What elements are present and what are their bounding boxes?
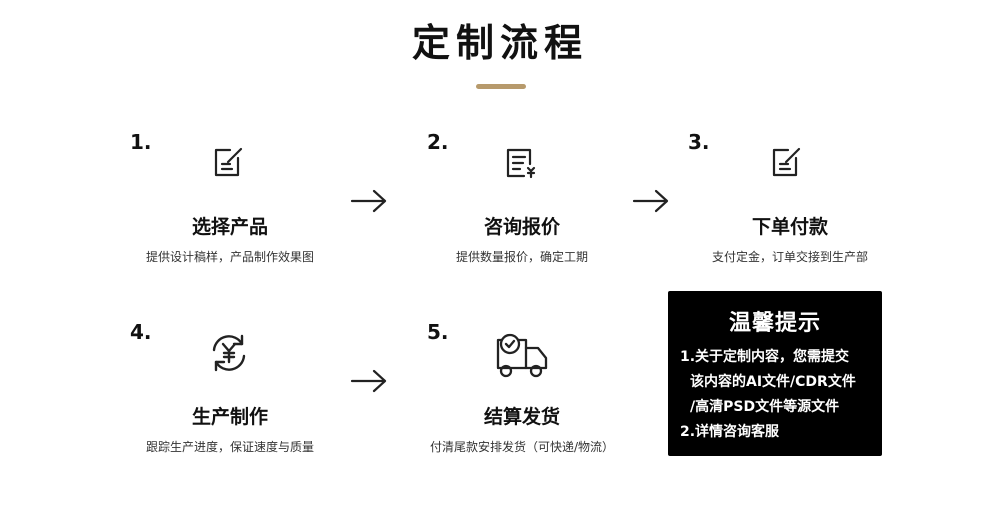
- notice-line: 2.详情咨询客服: [680, 424, 780, 440]
- edit-note-icon: [208, 142, 252, 186]
- notice-line: 1.关于定制内容，您需提交: [680, 349, 850, 365]
- step-number: 5.: [427, 320, 449, 344]
- notice-box: 温馨提示 1.关于定制内容，您需提交 该内容的AI文件/CDR文件 /高清PSD…: [668, 291, 882, 456]
- step-number: 1.: [130, 130, 152, 154]
- price-list-icon: [502, 142, 546, 186]
- arrow-right-icon: [632, 188, 670, 214]
- delivery-truck-icon: [492, 328, 552, 384]
- step-settle-ship: 5. 结算发货 付清尾款安排发货（可快递/物流）: [392, 320, 652, 470]
- step-select-product: 1. 选择产品 提供设计稿样，产品制作效果图: [100, 130, 360, 280]
- step-title: 咨询报价: [483, 216, 560, 238]
- notice-line: 该内容的AI文件/CDR文件: [690, 374, 856, 390]
- step-title: 结算发货: [483, 406, 560, 428]
- step-desc: 支付定金，订单交接到生产部: [711, 250, 868, 264]
- step-desc: 付清尾款安排发货（可快递/物流）: [429, 440, 615, 454]
- title-underline: [476, 84, 526, 89]
- edit-note-icon: [766, 142, 810, 186]
- notice-line: /高清PSD文件等源文件: [690, 399, 840, 415]
- step-title: 生产制作: [191, 406, 268, 428]
- step-title: 选择产品: [191, 216, 268, 238]
- arrow-right-icon: [350, 188, 388, 214]
- notice-title: 温馨提示: [728, 311, 821, 336]
- yuan-cycle-icon: [206, 330, 250, 374]
- step-number: 3.: [688, 130, 710, 154]
- step-desc: 跟踪生产进度，保证速度与质量: [145, 440, 314, 454]
- page-title: 定制流程: [411, 21, 588, 65]
- step-number: 2.: [427, 130, 449, 154]
- step-desc: 提供数量报价，确定工期: [455, 250, 588, 264]
- arrow-right-icon: [350, 368, 388, 394]
- step-production: 4. 生产制作 跟踪生产进度，保证速度与质量: [100, 320, 360, 470]
- step-desc: 提供设计稿样，产品制作效果图: [145, 250, 314, 264]
- step-consult-quote: 2. 咨询报价 提供数量报价，确定工期: [392, 130, 652, 280]
- step-title: 下单付款: [751, 216, 828, 238]
- step-order-payment: 3. 下单付款 支付定金，订单交接到生产部: [660, 130, 920, 280]
- step-number: 4.: [130, 320, 152, 344]
